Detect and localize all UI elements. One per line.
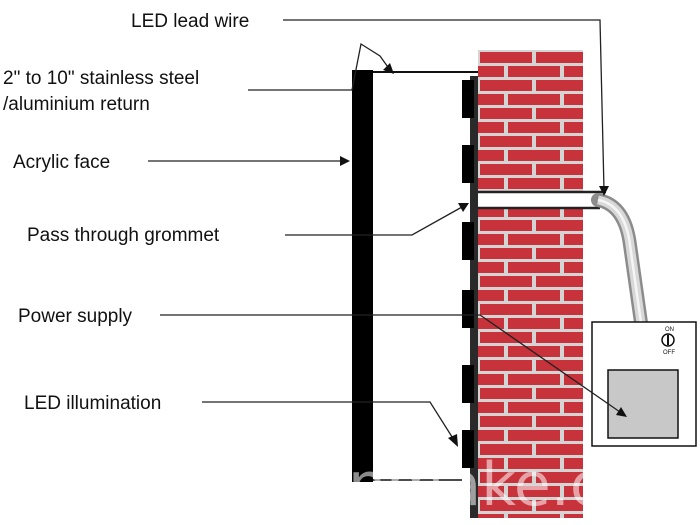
led-module [462,145,474,183]
label-led-illumination: LED illumination [24,393,161,414]
switch-off-label: OFF [663,350,675,356]
label-led-lead-wire: LED lead wire [131,11,249,32]
led-module [462,290,474,328]
label-power-supply: Power supply [18,306,133,327]
label-acrylic-face: Acrylic face [13,152,110,173]
leader-lines [148,19,627,447]
power-supply-box [607,369,679,439]
brick-wall-upper [478,50,583,192]
label-grommet: Pass through grommet [27,225,220,246]
led-module [462,430,474,468]
led-module [462,80,474,118]
switch-on-label: ON [665,327,674,333]
acrylic-face [352,70,373,482]
led-mounting-strip [462,76,478,518]
brick-wall [478,50,606,518]
grommet-passage [478,192,583,208]
brick-wall-lower [478,208,583,518]
label-return-line2: /aluminium return [3,94,150,115]
led-module [462,222,474,260]
power-switch: ON OFF [661,327,675,356]
label-return-line1: 2" to 10" stainless steel [3,68,199,89]
watermark: signmake.com [262,450,698,520]
led-lead-wire-conduit [591,193,655,379]
led-module [462,365,474,403]
